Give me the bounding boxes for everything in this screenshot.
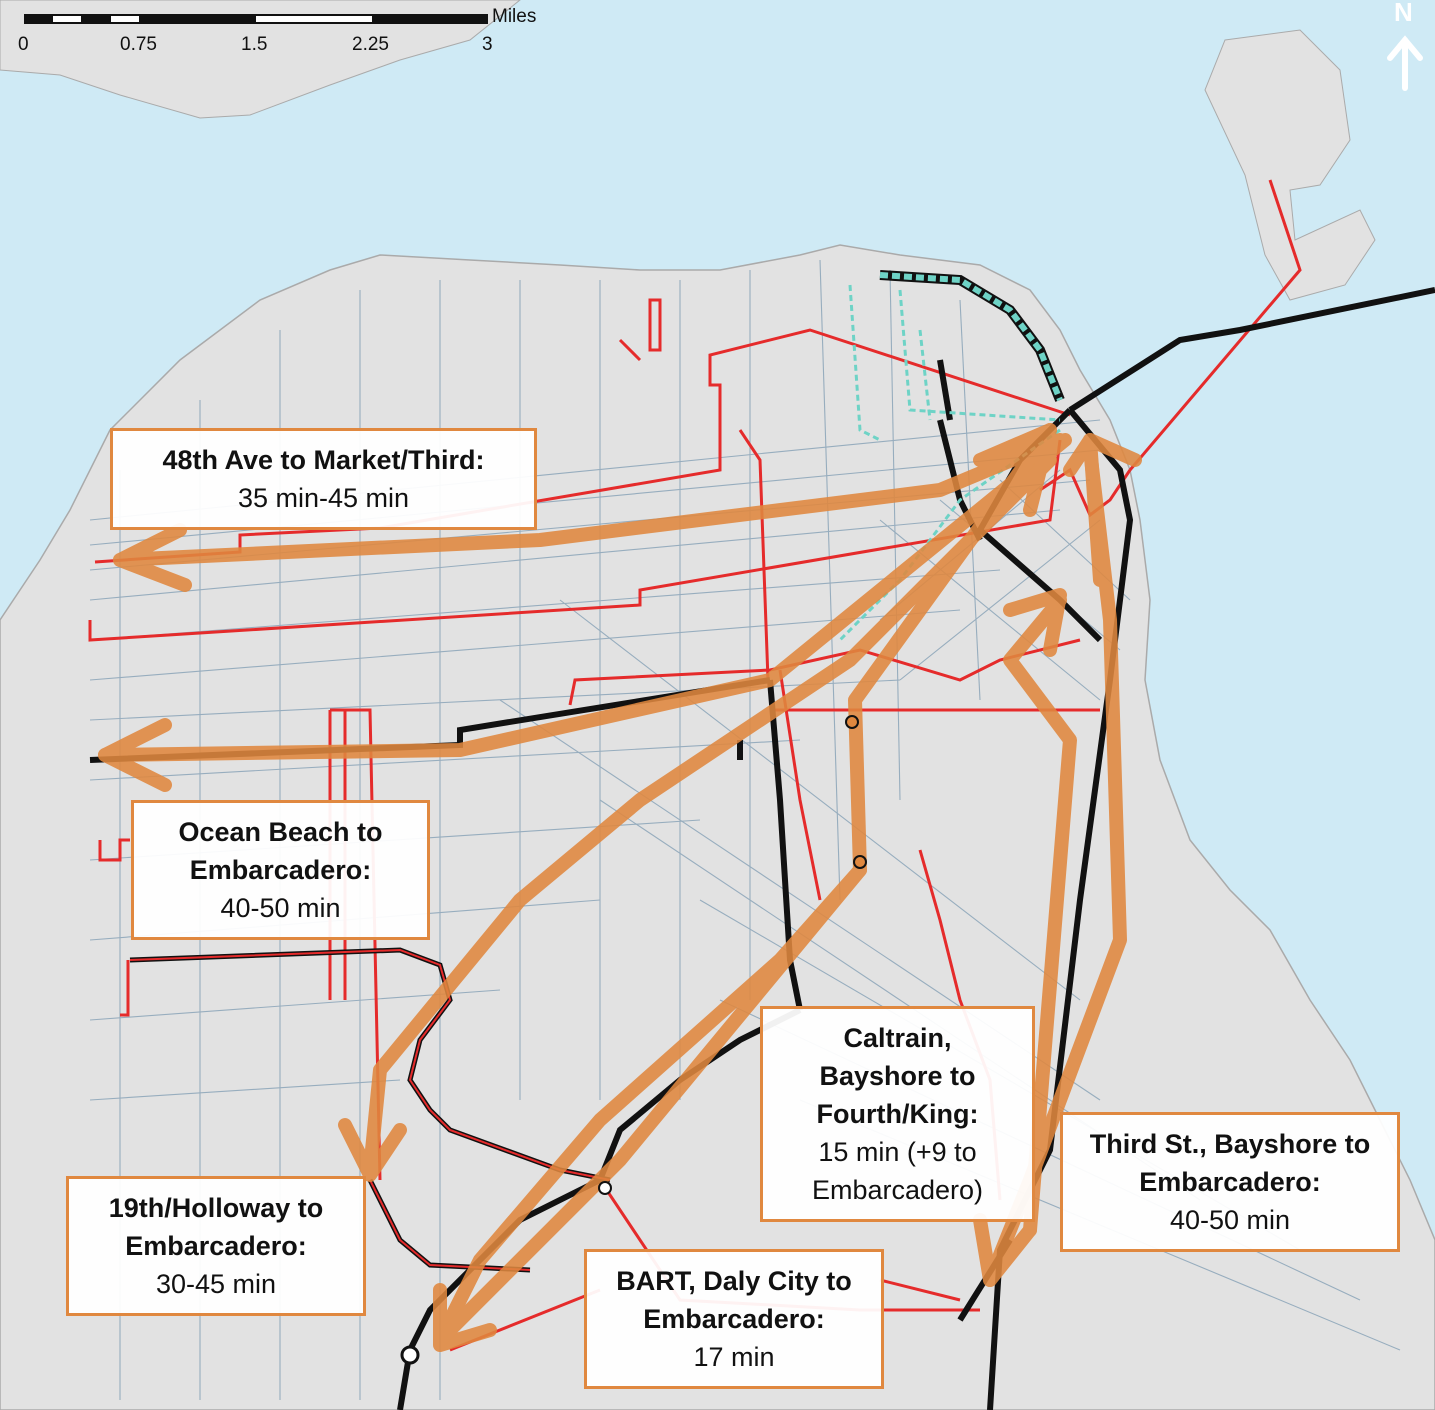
north-label: N bbox=[1394, 0, 1413, 27]
callout-time: 30-45 min bbox=[155, 1269, 277, 1299]
arrowhead-caltrain-up bbox=[973, 423, 1057, 517]
stations bbox=[400, 715, 867, 1365]
scale-tick-3: 2.25 bbox=[352, 34, 389, 55]
callout-time: 40-50 min bbox=[220, 893, 341, 923]
callout-title: 19th/Holloway to Embarcadero: bbox=[108, 1193, 324, 1261]
treasure-island bbox=[1204, 29, 1376, 301]
station-22nd bbox=[853, 855, 867, 869]
scale-tick-1: 0.75 bbox=[120, 34, 157, 55]
north-arrow-icon bbox=[1387, 35, 1423, 91]
arrow-ocean-beach bbox=[98, 433, 1072, 762]
callout-19th-holloway: 19th/Holloway to Embarcadero: 30-45 min bbox=[66, 1176, 366, 1316]
scale-bar bbox=[24, 14, 488, 24]
scale-tick-4: 3 bbox=[482, 34, 493, 55]
scale-labels: 0 0.75 1.5 2.25 3 bbox=[0, 34, 560, 58]
callout-time: 17 min bbox=[693, 1342, 775, 1372]
marin-land bbox=[0, 0, 521, 119]
arrow-48th-ave bbox=[113, 433, 1067, 567]
north-indicator: N bbox=[1384, 0, 1428, 90]
arrow-third-st-up bbox=[1003, 593, 1077, 1237]
callout-title: 48th Ave to Market/Third: bbox=[162, 445, 485, 475]
arrowhead-bayshore-up bbox=[1063, 433, 1142, 477]
callout-bart: BART, Daly City to Embarcadero: 17 min bbox=[584, 1249, 884, 1389]
callout-title: Caltrain, Bayshore to Fourth/King: bbox=[816, 1023, 979, 1129]
arrowhead-19th-holloway bbox=[338, 1118, 407, 1182]
scale-tick-2: 1.5 bbox=[241, 34, 268, 55]
arrowhead-third-st-down bbox=[973, 1213, 1037, 1287]
arrowhead-48th-ave bbox=[113, 523, 192, 592]
arrow-19th-holloway bbox=[363, 453, 1057, 1177]
arrow-caltrain-up bbox=[433, 423, 1057, 1347]
scale-tick-0: 0 bbox=[18, 34, 29, 55]
callout-ocean-beach: Ocean Beach to Embarcadero: 40-50 min bbox=[131, 800, 430, 940]
station-glen-park bbox=[598, 1181, 612, 1195]
station-16th bbox=[845, 715, 859, 729]
callout-caltrain: Caltrain, Bayshore to Fourth/King: 15 mi… bbox=[760, 1006, 1035, 1222]
arrowhead-ocean-beach bbox=[98, 718, 172, 792]
callout-time: 40-50 min bbox=[1169, 1205, 1291, 1235]
callout-48th-ave: 48th Ave to Market/Third: 35 min-45 min bbox=[110, 428, 537, 530]
callout-title: Third St., Bayshore to Embarcadero: bbox=[1089, 1129, 1371, 1197]
scale-unit-label: Miles bbox=[492, 6, 537, 27]
station-daly-city bbox=[400, 1345, 420, 1365]
callout-time: 35 min-45 min bbox=[237, 483, 410, 513]
callout-title: BART, Daly City to Embarcadero: bbox=[616, 1266, 852, 1334]
callout-time: 15 min (+9 to Embarcadero) bbox=[811, 1137, 984, 1205]
muni-rail-lines bbox=[88, 179, 1302, 1352]
callout-third-st: Third St., Bayshore to Embarcadero: 40-5… bbox=[1060, 1112, 1400, 1252]
arrowhead-third-st-up bbox=[1003, 588, 1067, 657]
callout-title: Ocean Beach to Embarcadero: bbox=[178, 817, 383, 885]
arrow-bayshore-up bbox=[1083, 433, 1107, 587]
